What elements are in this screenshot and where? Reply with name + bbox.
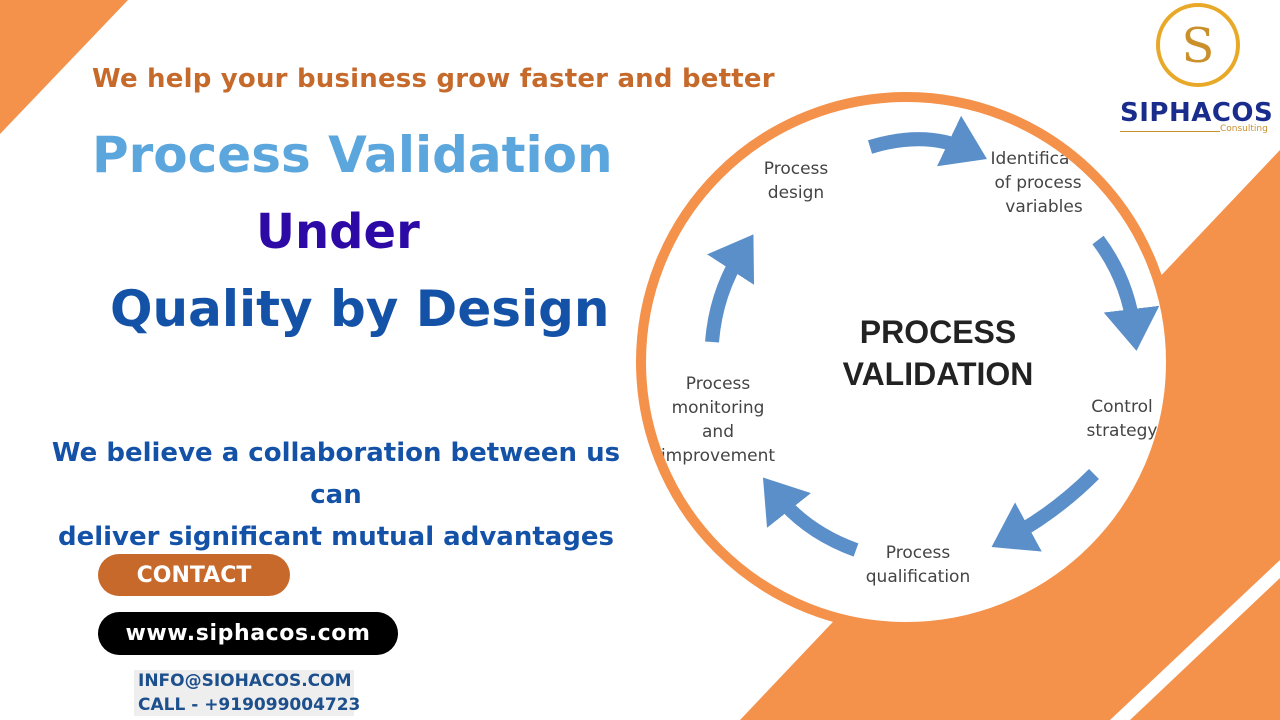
tagline: We help your business grow faster and be…	[92, 64, 775, 94]
center-label-process: PROCESS	[860, 314, 1016, 350]
step-process-design-2: design	[768, 183, 824, 203]
title-under: Under	[256, 204, 420, 260]
top-left-triangle	[0, 0, 128, 134]
step-control-1: Control	[1091, 397, 1152, 417]
step-qualification-1: Process	[886, 543, 951, 563]
arrow-identification-to-control	[1092, 235, 1160, 351]
logo-monogram: S	[1182, 18, 1215, 74]
center-label-validation: VALIDATION	[843, 356, 1034, 392]
arrow-monitoring-to-design	[705, 234, 755, 343]
step-monitoring-3: and	[702, 422, 734, 442]
step-control-2: strategy	[1087, 421, 1158, 441]
step-identification-1: Identifica	[991, 149, 1070, 169]
title-process-validation: Process Validation	[92, 126, 613, 184]
arrow-control-to-qualification	[991, 469, 1099, 552]
step-monitoring-1: Process	[686, 374, 751, 394]
collaboration-line-2: deliver significant mutual advantages	[57, 522, 615, 552]
arrow-qualification-to-monitoring	[762, 477, 859, 557]
collaboration-statement: We believe a collaboration between us ca…	[36, 432, 636, 558]
step-process-design-1: Process	[764, 159, 829, 179]
logo-brand-name: SIPHACOS	[1120, 98, 1274, 128]
phone-text[interactable]: CALL - +919099004723	[138, 695, 361, 715]
logo-ring	[1156, 3, 1240, 87]
right-stripe	[1130, 578, 1280, 720]
email-text[interactable]: INFO@SIOHACOS.COM	[138, 671, 352, 691]
step-monitoring-2: monitoring	[672, 398, 765, 418]
step-identification-2: of process	[994, 173, 1081, 193]
arrow-design-to-identification	[867, 115, 987, 167]
process-cycle-diagram: Process design Identifica of process var…	[661, 115, 1160, 587]
title-quality-by-design: Quality by Design	[110, 280, 610, 338]
logo-underline	[1120, 131, 1220, 132]
website-link[interactable]: www.siphacos.com	[98, 612, 398, 655]
step-monitoring-4: improvement	[661, 446, 775, 466]
step-qualification-2: qualification	[866, 567, 970, 587]
logo-subtitle: Consulting	[1220, 124, 1268, 134]
contact-button[interactable]: CONTACT	[98, 554, 290, 596]
step-identification-3: variables	[1005, 197, 1083, 217]
contact-info-box	[134, 670, 354, 716]
collaboration-line-1: We believe a collaboration between us ca…	[51, 438, 621, 510]
process-diagram-circle: Process design Identifica of process var…	[636, 92, 1176, 632]
siphacos-logo-mark: S	[1156, 3, 1240, 87]
